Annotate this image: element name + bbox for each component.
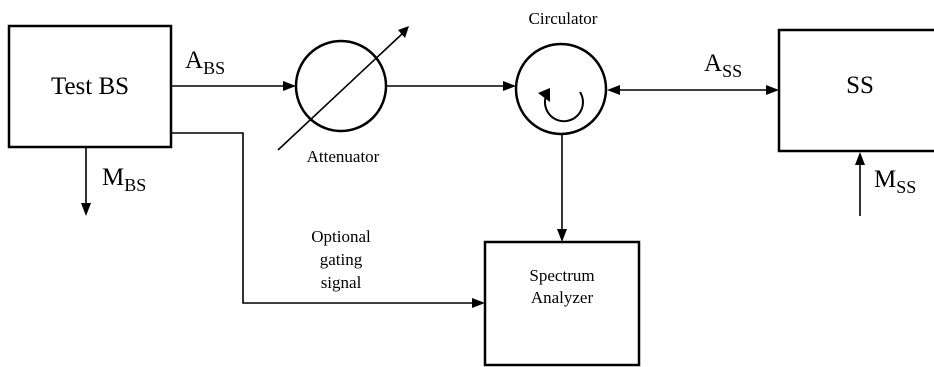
circulator-circle (514, 42, 608, 136)
m-bs-arrowhead (81, 203, 91, 216)
variable-arrow-line (277, 33, 403, 151)
m-ss-arrow (855, 152, 865, 216)
ss-block: SS (777, 28, 934, 153)
ss-label: SS (846, 72, 874, 99)
circulator-to-analyzer-path (557, 134, 567, 242)
attenuator: Attenuator (277, 26, 409, 166)
attenuator-to-circulator-arrowhead (503, 81, 516, 91)
ss-box (777, 28, 934, 153)
m-ss-label: MSS (874, 166, 916, 197)
circulator-label: Circulator (529, 9, 598, 28)
attenuator-label: Attenuator (307, 147, 380, 166)
gating-label-line2: gating (320, 250, 363, 269)
a-ss-arrowhead-left (607, 85, 620, 95)
m-bs-label: MBS (102, 164, 146, 195)
circulation-arrow-arc (543, 91, 584, 123)
a-ss-arrowhead-right (766, 85, 779, 95)
test-bs-block: Test BS (7, 24, 173, 149)
a-ss-path (607, 85, 779, 95)
spectrum-label-line2: Analyzer (531, 288, 594, 307)
circulator-to-analyzer-arrowhead (557, 229, 567, 242)
a-ss-label: ASS (704, 50, 742, 81)
circulation-arrow-head (538, 88, 550, 102)
gating-signal-arrowhead (472, 298, 485, 308)
attenuator-to-circulator-path (386, 81, 516, 91)
circulator: Circulator (514, 9, 608, 136)
m-ss-arrowhead (855, 152, 865, 165)
spectrum-analyzer-block: Spectrum Analyzer (483, 240, 641, 367)
variable-arrow-head (398, 26, 409, 38)
gating-signal-wire (171, 132, 472, 304)
a-bs-label: ABS (185, 47, 225, 78)
a-bs-path (171, 81, 296, 91)
spectrum-analyzer-box (483, 240, 641, 367)
test-bs-label: Test BS (51, 73, 129, 100)
gating-label-line1: Optional (311, 227, 371, 246)
spectrum-label-line1: Spectrum (529, 266, 594, 285)
gating-label-line3: signal (321, 273, 362, 292)
attenuator-circle (294, 39, 388, 133)
gating-signal-path (171, 132, 485, 308)
m-bs-arrow (81, 147, 91, 216)
a-bs-arrowhead (283, 81, 296, 91)
test-bs-box (7, 24, 173, 149)
